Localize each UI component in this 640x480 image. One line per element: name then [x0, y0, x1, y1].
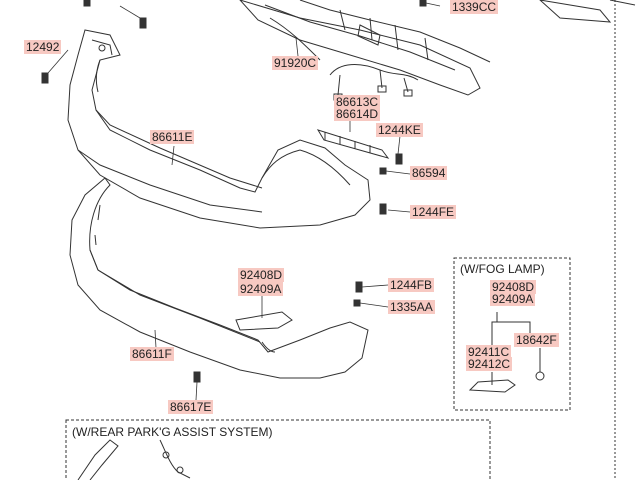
- label-86611f: 86611F: [130, 347, 174, 361]
- label-fog-18642f: 18642F: [514, 333, 559, 347]
- lower-bumper-cover: [69, 177, 369, 379]
- bumper-bracket: [316, 129, 390, 159]
- label-86614d: 86614D: [334, 107, 381, 121]
- park-assist-box-title: (W/REAR PARK'G ASSIST SYSTEM): [72, 425, 273, 439]
- fasteners: [41, 0, 427, 383]
- label-fog-92412c: 92412C: [466, 357, 513, 371]
- label-1335aa: 1335AA: [388, 300, 435, 314]
- park-assist-box: [65, 419, 491, 480]
- label-fog-92408d: 92408D: [490, 280, 537, 294]
- label-92408d: 92408D: [238, 268, 285, 282]
- label-92409a: 92409A: [238, 282, 284, 296]
- label-1244ke: 1244KE: [376, 123, 423, 137]
- label-1244fb: 1244FB: [388, 278, 435, 292]
- label-86613c: 86613C: [334, 95, 381, 109]
- reflector-lamp: [235, 311, 293, 331]
- bumper-beam: [239, 0, 636, 96]
- leader-lines: [47, 2, 441, 401]
- label-12492: 12492: [24, 40, 62, 54]
- fog-lamp-box: [453, 257, 571, 411]
- label-86594: 86594: [410, 166, 448, 180]
- label-86617e: 86617E: [168, 400, 214, 414]
- fog-lamp-box-title: (W/FOG LAMP): [460, 262, 545, 276]
- label-86611e: 86611E: [150, 130, 195, 144]
- label-91920c: 91920C: [272, 56, 319, 70]
- label-1339cc: 1339CC: [450, 0, 499, 14]
- label-fog-92409a: 92409A: [490, 292, 536, 306]
- label-1244fe: 1244FE: [410, 205, 457, 219]
- upper-bumper-cover: [67, 29, 371, 229]
- label-fog-92411c: 92411C: [466, 345, 512, 359]
